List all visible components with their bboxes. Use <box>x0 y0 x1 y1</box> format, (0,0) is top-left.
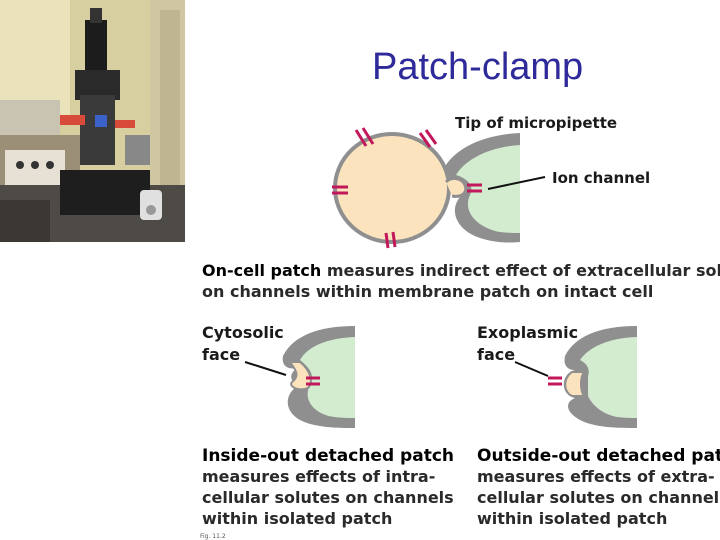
inside-out-diagram: Cytosolic face <box>202 323 355 428</box>
exoplasmic-face-label-line2: face <box>477 345 515 364</box>
inside-out-caption-line2: cellular solutes on channels <box>202 488 454 507</box>
on-cell-caption-title: On-cell patch <box>202 261 321 280</box>
inside-out-caption-line1: measures effects of intra- <box>202 467 435 486</box>
on-cell-caption-rest: measures indirect effect of extracellula… <box>321 261 720 280</box>
pipette-tip-label: Tip of micropipette <box>455 114 617 132</box>
inside-out-caption-line3: within isolated patch <box>202 509 392 528</box>
ion-channel-icon <box>548 378 562 384</box>
figure-footnote: Fig. 11.2 <box>200 533 226 540</box>
intact-cell <box>335 134 449 242</box>
cytosolic-face-pointer <box>245 362 286 375</box>
right-membrane-patch <box>565 372 584 396</box>
cytosolic-face-label-line1: Cytosolic <box>202 323 284 342</box>
cytosolic-face-label-line2: face <box>202 345 240 364</box>
exoplasmic-face-pointer <box>515 362 548 376</box>
inside-out-caption-title: Inside-out detached patch <box>202 446 454 466</box>
outside-out-caption-line2: cellular solutes on channels <box>477 488 720 507</box>
ion-channel-label: Ion channel <box>552 169 650 187</box>
on-cell-diagram: Tip of micropipette Ion channel <box>332 114 650 248</box>
exoplasmic-face-label-line1: Exoplasmic <box>477 323 578 342</box>
outside-out-caption-line1: measures effects of extra- <box>477 467 715 486</box>
outside-out-caption-line3: within isolated patch <box>477 509 667 528</box>
outside-out-diagram: Exoplasmic face <box>477 323 637 428</box>
on-cell-caption: On-cell patch measures indirect effect o… <box>202 261 720 280</box>
on-cell-caption-line2: on channels within membrane patch on int… <box>202 282 653 301</box>
outside-out-caption-title: Outside-out detached patch <box>477 446 720 466</box>
